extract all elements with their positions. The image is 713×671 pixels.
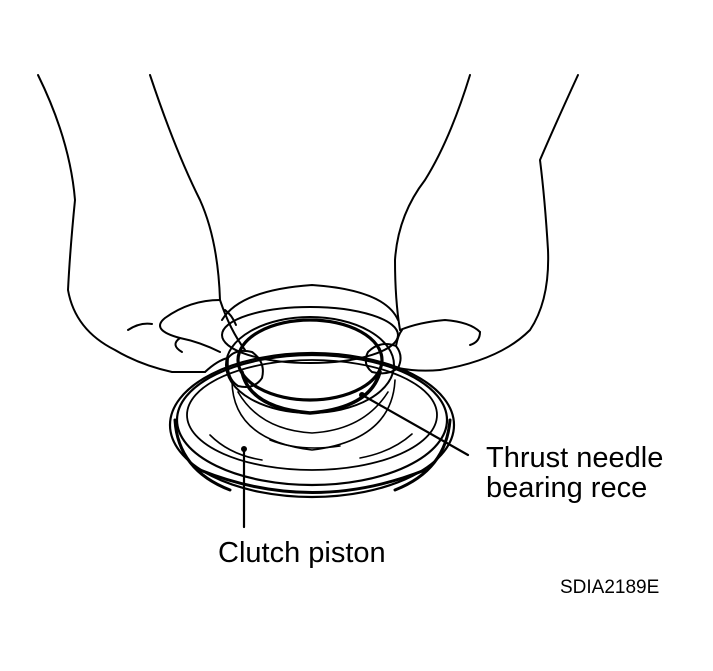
- figure-code: SDIA2189E: [560, 577, 660, 598]
- thrust-leader-line: [362, 394, 470, 457]
- piston-body: [168, 351, 456, 499]
- callout-leader-lines: [241, 392, 470, 529]
- right-hand-illustration: [364, 74, 579, 375]
- thrust-needle-label-line1: Thrust needle: [486, 442, 664, 474]
- piston-inner-hub: [209, 379, 413, 461]
- left-hand-illustration: [37, 74, 264, 388]
- thrust-needle-label-line2: bearing rece: [486, 472, 648, 505]
- clutch-piston-label: Clutch piston: [218, 537, 386, 569]
- thrust-needle-bearing-race-illustration: [221, 284, 399, 415]
- thrust-needle-bearing-race-label: Thrust needle bearing rece: [486, 443, 663, 504]
